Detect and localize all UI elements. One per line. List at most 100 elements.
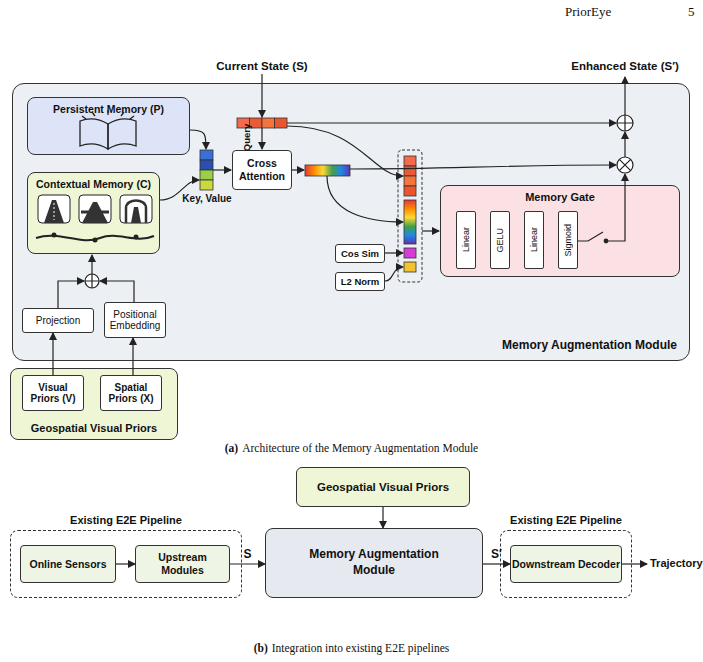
route-dot [52, 233, 57, 238]
edge-label: S′ [491, 547, 502, 561]
add-operator [617, 115, 633, 131]
wire [385, 252, 403, 253]
process-box: Upstream Modules [135, 545, 230, 583]
metric-box: L2 Norm [335, 272, 385, 291]
route-dot [134, 235, 139, 240]
road-image [38, 195, 70, 223]
wire [624, 77, 625, 115]
vector-cell [404, 262, 416, 272]
vector-cell [200, 180, 213, 190]
edge-label: S [244, 547, 252, 561]
wire [624, 132, 625, 157]
memory-box: Persistent Memory (P) [27, 97, 190, 155]
gate-switch [578, 232, 608, 243]
wire [422, 230, 439, 231]
operator-circle [617, 157, 633, 173]
concat-bracket [398, 150, 422, 282]
process-box: Projection [22, 308, 94, 333]
book-page [80, 119, 108, 149]
process-box: Cross Attention [232, 150, 292, 190]
operator-sign [85, 274, 99, 288]
vector-cell [200, 150, 213, 160]
road-shape [81, 211, 109, 214]
node-text: Linear [461, 227, 471, 252]
page-header: PriorEye [565, 4, 611, 20]
connector-arrow [132, 338, 133, 375]
operator-sign [617, 115, 633, 131]
concat-vector [404, 156, 416, 272]
node-text: Linear [529, 227, 539, 252]
connector-arrow [230, 563, 265, 564]
node-text: Projection [36, 315, 80, 326]
node-text: Cos Sim [341, 248, 379, 259]
layer-box: GELU [490, 211, 510, 269]
wire [287, 126, 403, 176]
node-text: Downstream Decoder [512, 558, 620, 570]
switch-contact [604, 239, 608, 243]
wire [261, 128, 262, 149]
vector-cell [404, 176, 416, 186]
attention-output-vector [305, 165, 350, 176]
metric-box: Cos Sim [335, 244, 385, 263]
wire [327, 176, 403, 222]
operator-sign [619, 159, 630, 170]
prior-box: Visual Priors (V) [22, 375, 84, 411]
vector-cell [200, 160, 213, 170]
key-value-vector [200, 150, 213, 190]
subfigure-tag: (b) [254, 642, 268, 654]
node-text: Visual Priors (V) [23, 382, 83, 405]
connector-arrow [483, 563, 510, 564]
node-text: Geospatial Visual Priors [317, 481, 449, 493]
wire [261, 74, 262, 117]
node-text: Sigmoid [563, 224, 573, 257]
node-text: L2 Norm [341, 276, 380, 287]
prior-box: Spatial Priors (X) [100, 375, 162, 411]
process-box: Online Sensors [20, 545, 116, 583]
vector-cell [404, 248, 416, 258]
subfigure-caption: Integration into existing E2E pipelines [272, 642, 450, 654]
vector-cell [404, 156, 416, 166]
road-shape [82, 202, 108, 223]
road-icons [36, 195, 154, 243]
vector-cell [262, 118, 275, 128]
operator-circle [85, 274, 99, 288]
wire [58, 281, 84, 308]
node-text: Existing E2E Pipeline [11, 514, 241, 526]
wire [91, 255, 92, 274]
caption-row: (a)Architecture of the Memory Augmentati… [0, 442, 703, 454]
node-text: Positional Embedding [105, 309, 165, 332]
route-line [36, 236, 154, 241]
process-box: Downstream Decoder [510, 545, 622, 583]
tunnel-shape [126, 201, 146, 224]
wire [287, 122, 616, 123]
node-text: Persistent Memory (P) [28, 103, 189, 115]
node-text: Upstream Modules [136, 551, 229, 576]
connector-arrow [116, 563, 135, 564]
gate-box: Memory GateLinearGELULinearSigmoid [440, 185, 680, 277]
node-text: Spatial Priors (X) [101, 382, 161, 405]
node-text: Memory Augmentation Module [502, 338, 677, 352]
vector-cell [404, 166, 416, 176]
wire [350, 165, 616, 169]
node-text: Online Sensors [29, 558, 106, 570]
layer-box: Sigmoid [558, 211, 578, 269]
operator-circle [617, 115, 633, 131]
add-operator [85, 274, 99, 288]
state-label: Current State (S) [192, 60, 332, 72]
wire [190, 130, 206, 149]
subfigure-tag: (a) [225, 442, 238, 454]
wire [292, 169, 304, 170]
road-image [120, 195, 152, 223]
wires [58, 74, 647, 564]
layer-box: Linear [524, 211, 544, 269]
node-text: Contextual Memory (C) [28, 178, 159, 190]
book-icon [80, 110, 136, 149]
wire [100, 281, 134, 302]
vector-cell [200, 170, 213, 180]
caption-row: (b) Integration into existing E2E pipelin… [0, 642, 703, 654]
layer-box: Linear [456, 211, 476, 269]
book-page [108, 119, 136, 149]
output-label: Trajectory [650, 557, 703, 569]
page-number: 5 [688, 4, 695, 20]
